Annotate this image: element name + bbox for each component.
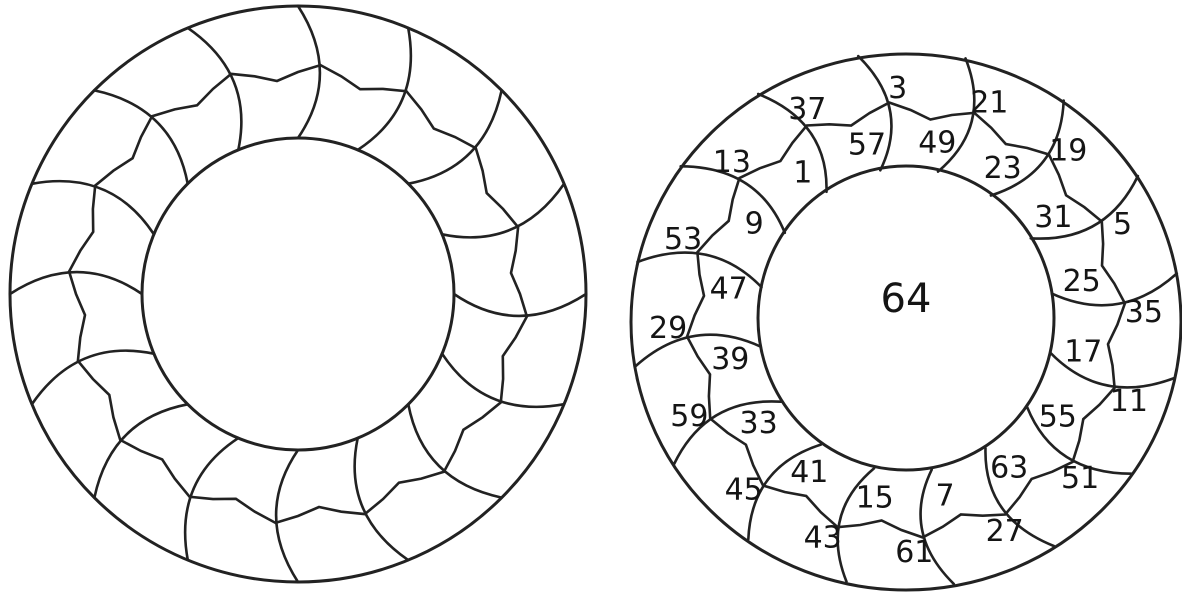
middle-strand-number-label: 31 (1034, 200, 1072, 235)
middle-strand-number-label: 9 (745, 206, 764, 241)
left-wreath-inner-ring (142, 138, 454, 450)
middle-strand-number-label: 33 (740, 406, 778, 441)
middle-strand-number-label: 41 (790, 455, 828, 490)
outer-strand-number-label: 53 (664, 222, 702, 257)
left-braided-wreath (10, 6, 586, 582)
outer-strand-number-label: 11 (1110, 384, 1148, 419)
middle-strand-number-label: 47 (710, 272, 748, 307)
outer-strand-number-label: 35 (1125, 295, 1163, 330)
middle-strand-number-label: 7 (935, 479, 954, 514)
middle-strand-number-label: 23 (984, 151, 1022, 186)
outer-strand-number-label: 59 (670, 399, 708, 434)
middle-strand-number-label: 17 (1064, 334, 1102, 369)
middle-strand-number-label: 57 (848, 127, 886, 162)
middle-strand-number-label: 15 (856, 480, 894, 515)
outer-strand-number-label: 5 (1113, 207, 1132, 242)
middle-strand-number-label: 55 (1039, 400, 1077, 435)
outer-strand-number-label: 13 (713, 145, 751, 180)
outer-strand-number-label: 3 (888, 71, 907, 106)
outer-strand-number-label: 19 (1049, 133, 1087, 168)
middle-strand-number-label: 1 (793, 156, 812, 191)
outer-strand-number-label: 21 (970, 86, 1008, 121)
outer-strand-number-label: 45 (725, 473, 763, 508)
outer-strand-number-label: 27 (986, 514, 1024, 549)
middle-strand-number-label: 39 (711, 342, 749, 377)
outer-strand-number-label: 51 (1061, 461, 1099, 496)
middle-strand-number-label: 25 (1063, 264, 1101, 299)
outer-strand-number-label: 61 (895, 535, 933, 570)
middle-strand-number-label: 49 (918, 126, 956, 161)
outer-strand-number-label: 37 (788, 92, 826, 127)
middle-strand-number-label: 63 (990, 450, 1028, 485)
outer-strand-number-label: 43 (804, 520, 842, 555)
outer-strand-number-label: 29 (649, 311, 687, 346)
center-number: 64 (881, 276, 932, 322)
